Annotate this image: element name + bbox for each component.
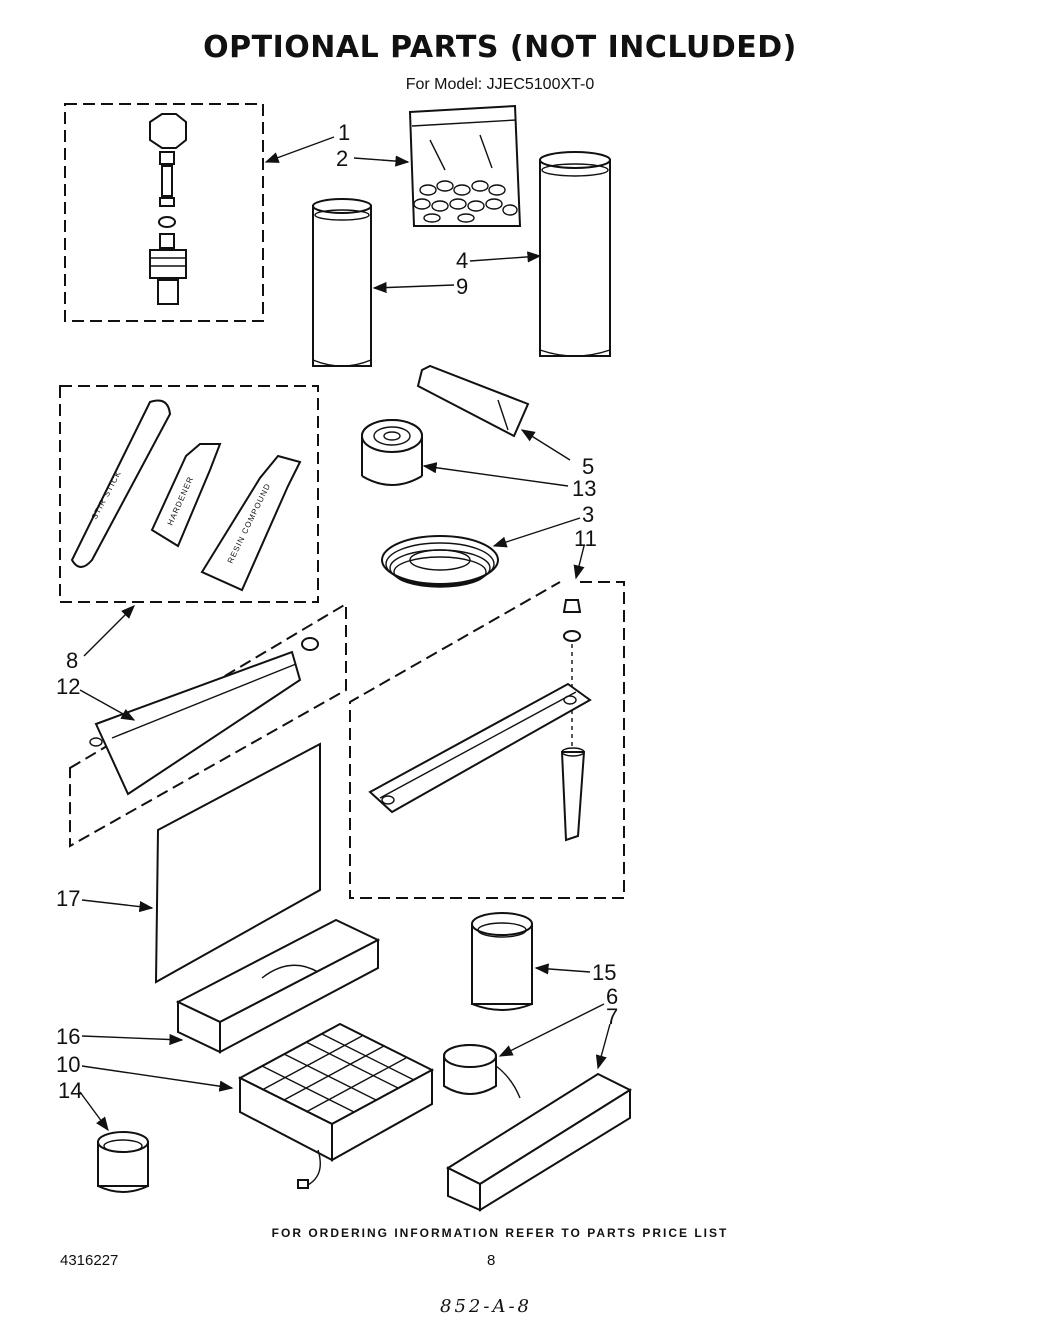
- part-4-spray-can-large: [539, 151, 611, 357]
- part-16-foam-block: [175, 918, 381, 1054]
- callout-11: 11: [574, 526, 597, 551]
- part-8-epoxy-kit: STIR STICK HARDENER RESIN COMPOUND: [59, 385, 319, 603]
- part-10-heater-grid: [237, 1022, 435, 1189]
- callout-1: 1: [338, 120, 350, 145]
- callout-14: 14: [58, 1078, 82, 1103]
- callout-numbers: 1 2 3 4 5 6 7 8 9 10 11 12 13 14 15 16 1…: [56, 120, 618, 1103]
- part-17-panel: [154, 742, 321, 984]
- model-subtitle: For Model: JJEC5100XT-0: [405, 76, 595, 93]
- part-1-valve-kit: [64, 103, 264, 322]
- callout-10: 10: [56, 1052, 80, 1077]
- part-13-tape-roll: [361, 419, 423, 486]
- callout-9: 9: [456, 274, 468, 299]
- callout-5: 5: [582, 454, 594, 479]
- part-3-cord-coil: [381, 535, 499, 588]
- part-12-channel: [69, 602, 347, 848]
- callout-4: 4: [456, 248, 468, 273]
- callout-16: 16: [56, 1024, 80, 1049]
- handwritten-code: 852-A-8: [440, 1296, 532, 1317]
- callout-7: 7: [606, 1004, 618, 1029]
- ordering-note: FOR ORDERING INFORMATION REFER TO PARTS …: [271, 1226, 729, 1240]
- part-6-tape-roll: [443, 1044, 521, 1099]
- callout-6: 6: [606, 984, 618, 1009]
- part-2-cap-bag: [408, 104, 522, 227]
- page-number: 8: [487, 1252, 496, 1269]
- part-7-insulation-block: [445, 1072, 633, 1212]
- part-9-spray-can-medium: [312, 198, 372, 367]
- callout-17: 17: [56, 886, 80, 911]
- part-11-bracket-kit: [349, 581, 625, 899]
- callout-15: 15: [592, 960, 616, 985]
- document-number: 4316227: [60, 1252, 119, 1269]
- callout-2: 2: [336, 146, 348, 171]
- part-15-can: [471, 912, 533, 1011]
- callout-13: 13: [572, 476, 596, 501]
- callout-3: 3: [582, 502, 594, 527]
- callout-8: 8: [66, 648, 78, 673]
- page-title: OPTIONAL PARTS (NOT INCLUDED): [203, 30, 797, 65]
- part-5-tube: [416, 364, 530, 438]
- leader-lines: [79, 136, 611, 1132]
- part-14-small-can: [97, 1131, 149, 1193]
- callout-12: 12: [56, 674, 80, 699]
